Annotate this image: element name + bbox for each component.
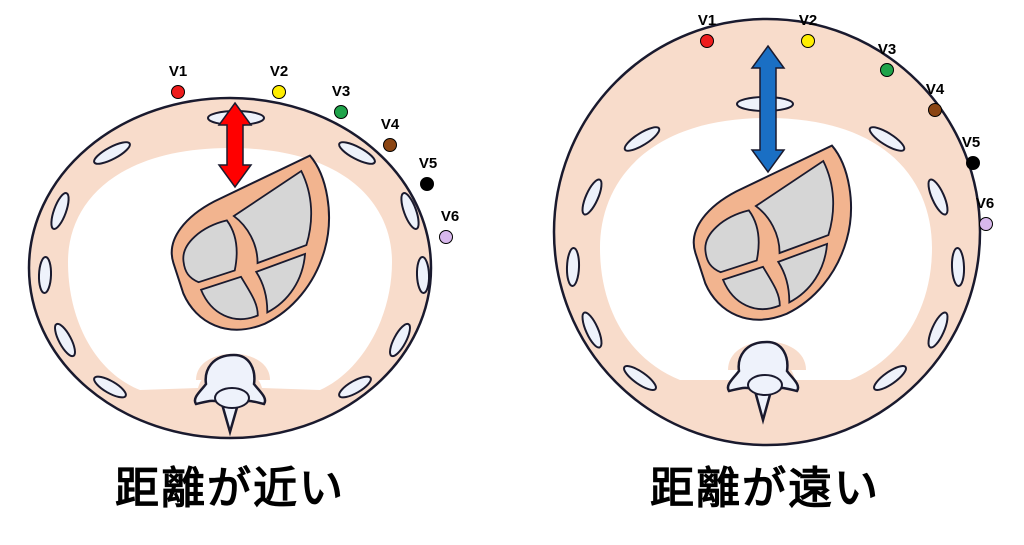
lead-dot-v4 <box>928 103 942 117</box>
lead-dot-v1 <box>171 85 185 99</box>
lead-dot-v5 <box>420 177 434 191</box>
lead-dot-v4 <box>383 138 397 152</box>
vertebra <box>193 353 270 437</box>
lead-dot-v6 <box>439 230 453 244</box>
lead-label-v6: V6 <box>976 195 994 212</box>
lead-label-v6: V6 <box>441 208 459 225</box>
lead-dot-v5 <box>966 156 980 170</box>
lead-dot-v3 <box>334 105 348 119</box>
panel-near: V1 V2 V3 V4 V5 V6 <box>27 63 459 440</box>
ribs <box>565 96 966 391</box>
lead-dot-v1 <box>700 34 714 48</box>
lead-label-v5: V5 <box>962 134 980 151</box>
heart <box>170 154 330 331</box>
lead-label-v2: V2 <box>799 12 817 29</box>
lead-markers: V1 V2 V3 V4 V5 V6 <box>698 12 994 231</box>
lead-label-v2: V2 <box>270 63 288 80</box>
distance-arrow-long <box>750 44 786 174</box>
ribs <box>37 110 431 399</box>
distance-arrow-short <box>217 101 253 189</box>
lead-label-v3: V3 <box>332 83 350 100</box>
lead-dot-v6 <box>979 217 993 231</box>
lead-dot-v2 <box>272 85 286 99</box>
lead-label-v1: V1 <box>169 63 187 80</box>
caption-far: 距離が遠い <box>650 463 880 514</box>
lead-label-v4: V4 <box>926 81 945 98</box>
lead-markers: V1 V2 V3 V4 V5 V6 <box>169 63 459 244</box>
panel-far: V1 V2 V3 V4 V5 V6 <box>552 12 994 447</box>
caption-near: 距離が近い <box>115 463 345 514</box>
lead-label-v4: V4 <box>381 116 400 133</box>
lead-dot-v3 <box>880 63 894 77</box>
heart <box>692 144 852 321</box>
vertebra <box>726 340 806 425</box>
lead-dot-v2 <box>801 34 815 48</box>
lead-label-v1: V1 <box>698 12 716 29</box>
lead-label-v5: V5 <box>419 155 437 172</box>
lead-label-v3: V3 <box>878 41 896 58</box>
